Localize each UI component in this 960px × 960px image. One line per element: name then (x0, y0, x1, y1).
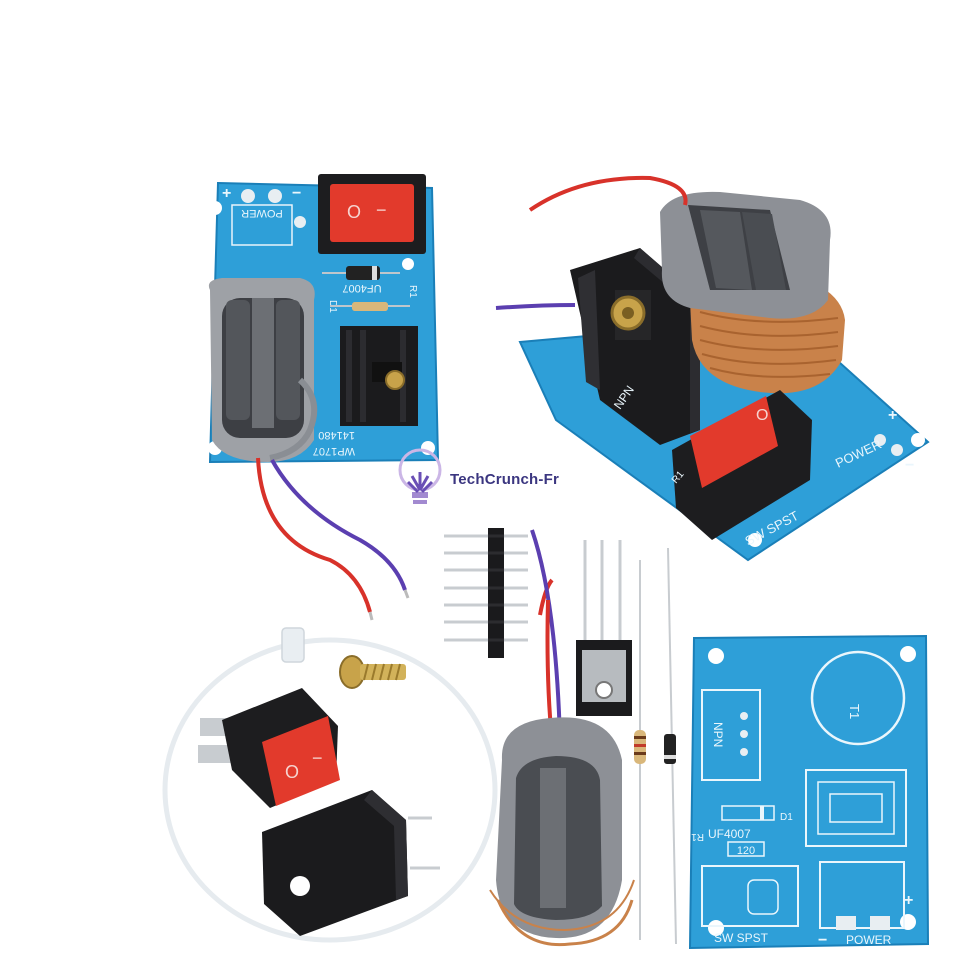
assembled-board-front: POWER + − O − UF4007 R1 D1 (208, 174, 440, 621)
loose-heatsink (262, 790, 440, 936)
loose-rocker-switch: O − (198, 688, 340, 808)
purple-wire-3d (495, 303, 576, 310)
lightbulb-icon (398, 448, 442, 504)
switch-off-mark: O (347, 202, 361, 222)
watermark-text: TechCrunch-Fr (450, 470, 559, 488)
pcb-r-value: 120 (737, 845, 755, 857)
switch3d-off-mark: O (756, 407, 768, 424)
rocker-switch: O − (318, 174, 426, 254)
board-code-2: WP1707 (313, 445, 355, 457)
board-minus-label: − (292, 185, 301, 202)
minus-label-3d: − (905, 457, 914, 474)
loose-diode (664, 547, 677, 945)
npn-transistor (576, 540, 632, 716)
board-power-label: POWER (241, 207, 283, 219)
board-code-1: 141480 (318, 429, 355, 441)
loose-transformer (489, 529, 635, 947)
pcb-sw-label: SW SPST (714, 931, 769, 945)
pcb-plus-label: + (904, 892, 913, 909)
loose-switch-on-mark: − (312, 748, 323, 768)
transformer: 141480 WP1707 (208, 278, 355, 462)
transformer-3d (660, 191, 845, 394)
pcb-diode-label: UF4007 (708, 827, 751, 841)
assembled-board-angle: O NPN POWER SW SPST R1 + − (495, 175, 930, 562)
screw (339, 655, 406, 689)
pcb-npn-label: NPN (711, 722, 725, 747)
pcb-t1-label: T1 (847, 704, 862, 719)
red-wire-3d (528, 175, 688, 212)
r1-label: R1 (407, 285, 418, 298)
switch-on-mark: − (376, 200, 387, 220)
loose-switch-off-mark: O (285, 762, 299, 782)
board-plus-label: + (222, 185, 231, 202)
purple-wire (270, 459, 407, 591)
pcb-d1-label: D1 (780, 812, 793, 823)
rocker-switch-3d: O (672, 390, 812, 540)
pcb-r1-label: R1 (691, 831, 704, 842)
pin-header (444, 528, 528, 658)
pcb-power-label: POWER (846, 933, 892, 947)
watermark: TechCrunch-Fr (398, 446, 559, 512)
heatsink (340, 326, 418, 426)
cable-tie (162, 627, 498, 943)
loose-resistor (634, 560, 646, 940)
bare-pcb: NPN T1 UF4007 D1 R1 120 SW SPST POWER + … (688, 634, 930, 950)
diode-label: UF4007 (342, 282, 381, 294)
plus-label-3d: + (888, 407, 897, 424)
red-wire (256, 457, 372, 613)
pcb-minus-label: − (818, 932, 827, 949)
